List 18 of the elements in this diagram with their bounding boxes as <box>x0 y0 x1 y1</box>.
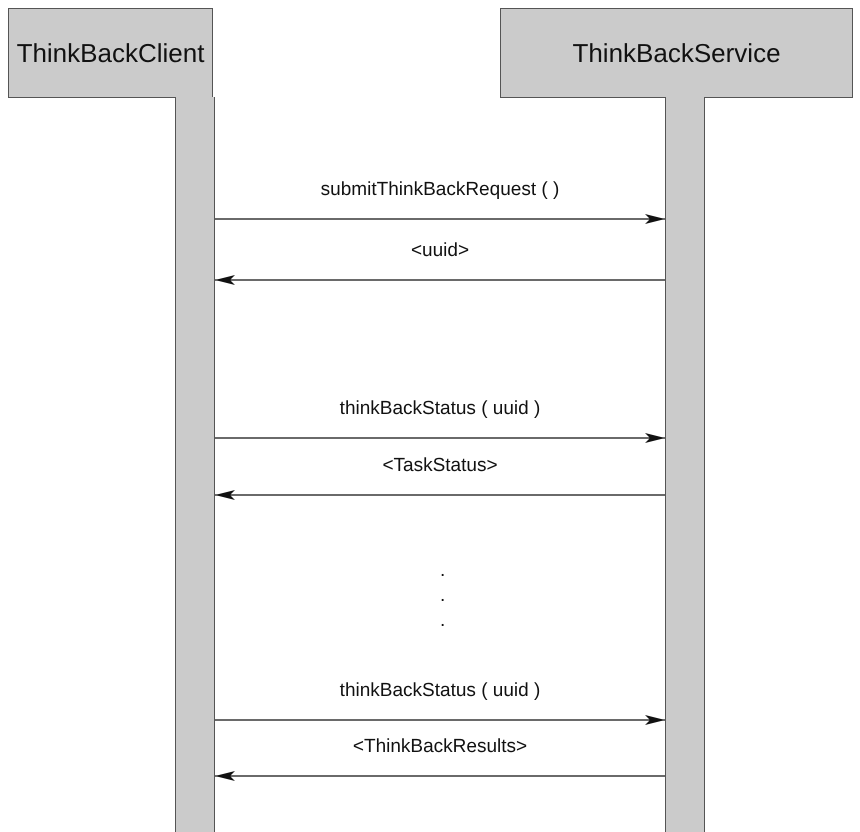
activation-bar <box>665 97 705 832</box>
message-label: thinkBackStatus ( uuid ) <box>338 680 542 702</box>
message-arrow <box>215 275 665 285</box>
ellipsis-dot: . <box>440 585 446 607</box>
message-arrow <box>215 715 665 725</box>
message-label: submitThinkBackRequest ( ) <box>318 179 562 201</box>
lifeline-header-box <box>8 8 213 98</box>
message-label: thinkBackStatus ( uuid ) <box>338 398 542 420</box>
participant-name: ThinkBackClient <box>16 38 204 68</box>
message-arrow <box>215 771 665 781</box>
message-arrow <box>215 490 665 500</box>
participant-name: ThinkBackService <box>572 38 781 68</box>
lifeline-header-box <box>500 8 853 98</box>
message-arrow <box>215 433 665 443</box>
activation-bar <box>175 97 215 832</box>
ellipsis-dot: . <box>440 610 446 632</box>
message-arrow <box>215 214 665 224</box>
ellipsis-dot: . <box>440 560 446 582</box>
